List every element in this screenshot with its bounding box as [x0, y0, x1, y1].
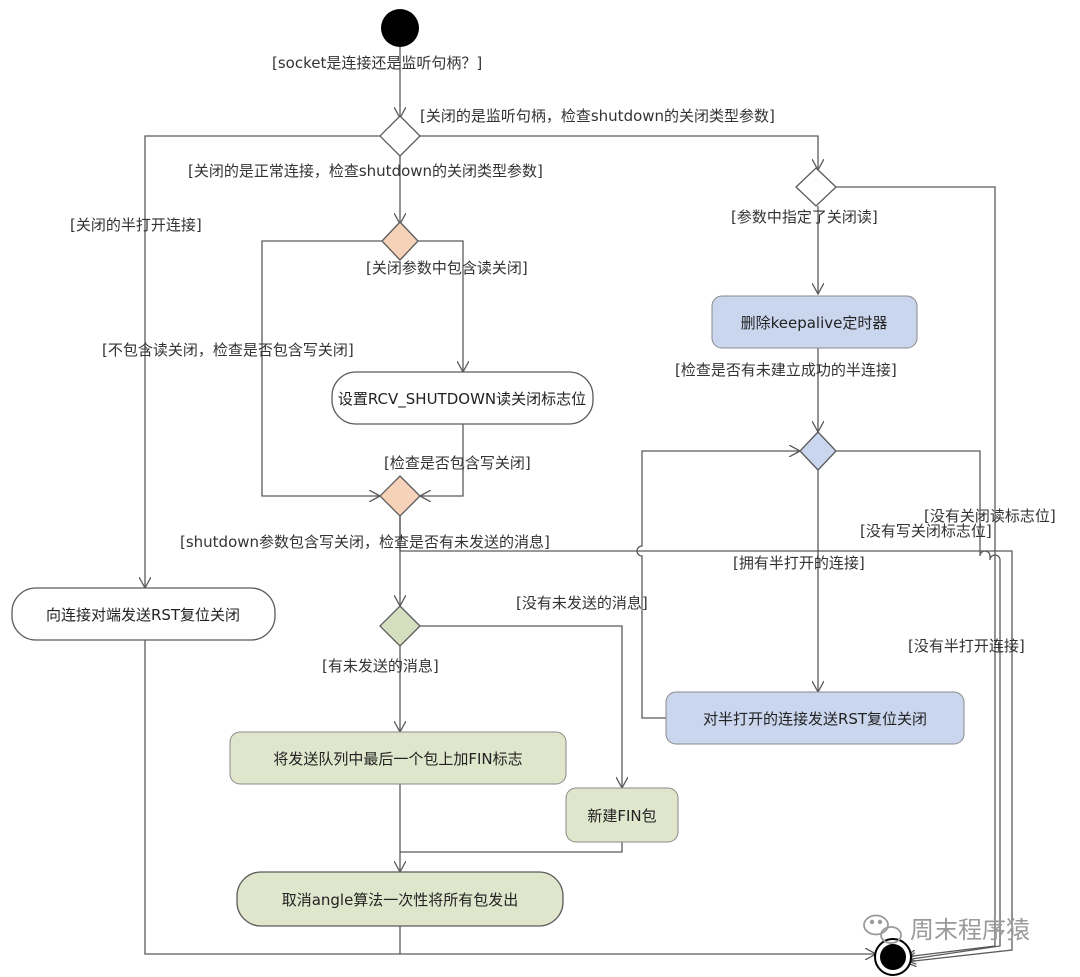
edge-d1-to-d2 — [420, 135, 818, 170]
guard-shutdown-write: [shutdown参数包含写关闭，检查是否有未发送的消息] — [180, 533, 550, 551]
initial-node — [381, 9, 419, 47]
action-rst-half-open: 对半打开的连接发送RST复位关闭 — [665, 691, 965, 745]
decision-half-conn — [799, 431, 837, 471]
action-add-fin-label: 将发送队列中最后一个包上加FIN标志 — [273, 750, 522, 768]
guard-no-read-close: [不包含读关闭，检查是否包含写关闭] — [102, 341, 354, 359]
guard-no-write-flag: [没有写关闭标志位] — [860, 522, 992, 540]
final-node — [874, 938, 912, 976]
edge-d3-to-d4 — [261, 240, 382, 496]
edge-new-fin-to-cancel — [400, 842, 623, 853]
edge-d5-to-final — [836, 450, 1001, 960]
edge-d3-to-rcv-shutdown — [418, 240, 463, 372]
edge-cancel-to-final — [399, 926, 876, 954]
decision-unsent — [379, 605, 421, 647]
action-cancel-nagle: 取消angle算法一次性将所有包发出 — [236, 871, 564, 927]
action-set-rcv-shutdown-label: 设置RCV_SHUTDOWN读关闭标志位 — [338, 390, 586, 409]
guard-has-read-close: [关闭参数中包含读关闭] — [366, 259, 528, 277]
action-delete-keepalive: 删除keepalive定时器 — [711, 295, 918, 349]
watermark: 周末程序猿 — [863, 914, 1030, 944]
edge-send-rst-to-final — [144, 640, 400, 955]
guard-no-half-open: [没有半打开连接] — [908, 637, 1025, 655]
guard-has-half-open: [拥有半打开的连接] — [733, 554, 865, 572]
edge-d2-to-final — [836, 186, 996, 957]
action-rst-half-open-label: 对半打开的连接发送RST复位关闭 — [703, 710, 927, 728]
edge-d1-to-send-rst — [145, 135, 380, 588]
guard-normal-conn: [关闭的是正常连接，检查shutdown的关闭类型参数] — [188, 162, 543, 180]
guard-listen-handle: [关闭的是监听句柄，检查shutdown的关闭类型参数] — [420, 107, 775, 125]
decision-socket-type — [379, 115, 421, 157]
guard-labels: [socket是连接还是监听句柄？] [关闭的是监听句柄，检查shutdown的… — [70, 54, 1056, 675]
wechat-icon — [863, 914, 902, 944]
action-add-fin: 将发送队列中最后一个包上加FIN标志 — [229, 731, 567, 785]
edge-rst-half-to-d5 — [636, 451, 800, 719]
guard-no-unsent: [没有未发送的消息] — [516, 594, 648, 612]
guard-socket-type: [socket是连接还是监听句柄？] — [272, 54, 482, 72]
action-send-rst: 向连接对端发送RST复位关闭 — [11, 587, 276, 641]
guard-no-read-flag: [没有关闭读标志位] — [924, 507, 1056, 525]
edge-d6-to-new-fin — [420, 625, 622, 788]
guard-check-write-close: [检查是否包含写关闭] — [384, 454, 531, 472]
guard-half-open: [关闭的半打开连接] — [70, 216, 202, 234]
decision-read-close — [381, 221, 419, 261]
guard-param-read-close: [参数中指定了关闭读] — [731, 208, 878, 226]
edge-rcv-shutdown-to-d4 — [420, 424, 464, 496]
guard-has-unsent: [有未发送的消息] — [322, 657, 439, 675]
action-delete-keepalive-label: 删除keepalive定时器 — [741, 314, 888, 332]
action-send-rst-label: 向连接对端发送RST复位关闭 — [46, 606, 240, 624]
action-cancel-nagle-label: 取消angle算法一次性将所有包发出 — [282, 891, 519, 909]
action-set-rcv-shutdown: 设置RCV_SHUTDOWN读关闭标志位 — [331, 371, 594, 425]
action-new-fin: 新建FIN包 — [565, 787, 679, 843]
guard-check-half-conn: [检查是否有未建立成功的半连接] — [675, 361, 897, 379]
watermark-text: 周末程序猿 — [910, 916, 1030, 944]
decision-write-close — [379, 475, 421, 517]
action-new-fin-label: 新建FIN包 — [587, 807, 656, 825]
decision-listen-param — [795, 167, 837, 207]
